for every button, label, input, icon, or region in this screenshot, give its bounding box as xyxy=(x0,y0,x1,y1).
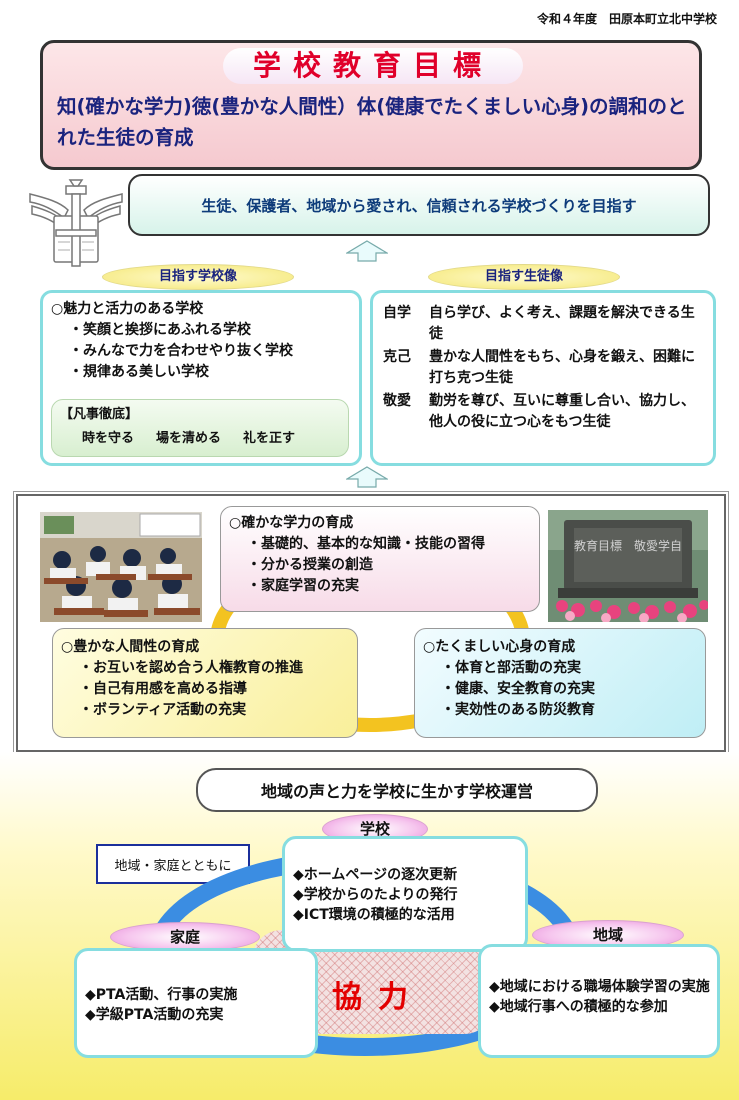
home-item: ◆学級PTA活動の充実 xyxy=(85,1007,224,1023)
health-item: ・実効性のある防災教育 xyxy=(441,702,595,718)
humanity-item: ・ボランティア活動の充実 xyxy=(79,702,247,718)
school-image-item: ・みんなで力を合わせやり抜く学校 xyxy=(69,343,293,359)
student-trait-row: 克己 豊かな人間性をもち、心身を鍛え、困難に打ち克つ生徒 xyxy=(383,347,705,389)
student-trait-row: 自学 自ら学び、よく考え、課題を解決できる生徒 xyxy=(383,303,705,345)
norm-item: 場を清める xyxy=(156,431,222,446)
community-card: ◆地域における職場体験学習の実施 ◆地域行事への積極的な参加 xyxy=(478,944,720,1058)
humanity-item: ・自己有用感を高める指導 xyxy=(79,681,247,697)
school-name-header: 令和４年度 田原本町立北中学校 xyxy=(536,12,717,26)
school-image-heading: ○魅力と活力のある学校 xyxy=(51,301,204,317)
student-image-box: 自学 自ら学び、よく考え、課題を解決できる生徒 克己 豊かな人間性をもち、心身を… xyxy=(370,290,716,466)
cooperation-text: 協力 xyxy=(332,980,424,1015)
classroom-photo xyxy=(40,512,202,622)
stone-inscription: 教育目標 敬愛学自 xyxy=(574,538,682,553)
norms-box: 【凡事徹底】 時を守る 場を清める 礼を正す xyxy=(51,399,349,457)
health-item: ・健康、安全教育の充実 xyxy=(441,681,595,697)
school-image-item: ・笑顔と挨拶にあふれる学校 xyxy=(69,322,251,338)
academic-item: ・基礎的、基本的な知識・技能の習得 xyxy=(247,536,485,552)
humanity-pillar-box: ○豊かな人間性の育成 ・お互いを認め合う人権教育の推進 ・自己有用感を高める指導… xyxy=(52,628,358,738)
school-emblem-icon xyxy=(29,179,123,267)
norm-item: 時を守る xyxy=(82,431,135,446)
school-card: ◆ホームページの逐次更新 ◆学校からのたよりの発行 ◆ICT環境の積極的な活用 xyxy=(282,836,528,952)
school-image-item: ・規律ある美しい学校 xyxy=(69,364,209,380)
up-arrow-icon xyxy=(346,240,388,262)
academic-heading: ○確かな学力の育成 xyxy=(229,515,354,531)
school-item: ◆学校からのたよりの発行 xyxy=(293,887,458,903)
student-trait-key: 敬愛 xyxy=(383,393,411,409)
home-item: ◆PTA活動、行事の実施 xyxy=(85,987,238,1003)
school-aim-banner: 生徒、保護者、地域から愛され、信頼される学校づくりを目指す xyxy=(128,174,710,236)
education-goal-box: 学校教育目標 知(確かな学力)徳(豊かな人間性）体(健康でたくましい心身)の調和… xyxy=(40,40,702,170)
community-item: ◆地域における職場体験学習の実施 xyxy=(489,979,710,995)
school-image-box: ○魅力と活力のある学校 ・笑顔と挨拶にあふれる学校 ・みんなで力を合わせやり抜く… xyxy=(40,290,362,466)
school-item: ◆ICT環境の積極的な活用 xyxy=(293,907,455,923)
student-trait-row: 敬愛 勤労を尊び、互いに尊重し合い、協力し、他人の役に立つ心をもつ生徒 xyxy=(383,391,705,433)
humanity-item: ・お互いを認め合う人権教育の推進 xyxy=(79,660,303,676)
student-image-label: 目指す生徒像 xyxy=(428,264,620,290)
student-trait-text: 勤労を尊び、互いに尊重し合い、協力し、他人の役に立つ心をもつ生徒 xyxy=(429,393,695,430)
academic-item: ・分かる授業の創造 xyxy=(247,557,373,573)
academic-pillar-box: ○確かな学力の育成 ・基礎的、基本的な知識・技能の習得 ・分かる授業の創造 ・家… xyxy=(220,506,540,612)
education-goal-title: 学校教育目標 xyxy=(223,48,523,84)
community-item: ◆地域行事への積極的な参加 xyxy=(489,999,668,1015)
health-pillar-box: ○たくましい心身の育成 ・体育と部活動の充実 ・健康、安全教育の充実 ・実効性の… xyxy=(414,628,706,738)
up-arrow-icon xyxy=(346,466,388,488)
humanity-heading: ○豊かな人間性の育成 xyxy=(61,639,200,655)
student-trait-key: 克己 xyxy=(383,349,411,365)
school-image-label: 目指す学校像 xyxy=(102,264,294,290)
student-trait-text: 自ら学び、よく考え、課題を解決できる生徒 xyxy=(429,305,695,342)
norm-item: 礼を正す xyxy=(243,431,296,446)
school-aim-text: 生徒、保護者、地域から愛され、信頼される学校づくりを目指す xyxy=(201,196,637,215)
health-heading: ○たくましい心身の育成 xyxy=(423,639,576,655)
academic-item: ・家庭学習の充実 xyxy=(247,578,359,594)
student-trait-key: 自学 xyxy=(383,305,411,321)
management-title: 地域の声と力を学校に生かす学校運営 xyxy=(196,768,598,812)
education-goal-text: 知(確かな学力)徳(豊かな人間性）体(健康でたくましい心身)の調和のとれた生徒の… xyxy=(57,95,687,149)
student-trait-text: 豊かな人間性をもち、心身を鍛え、困難に打ち克つ生徒 xyxy=(429,349,695,386)
home-card: ◆PTA活動、行事の実施 ◆学級PTA活動の充実 xyxy=(74,948,318,1058)
health-item: ・体育と部活動の充実 xyxy=(441,660,581,676)
stone-monument-photo: 教育目標 敬愛学自 xyxy=(548,510,708,622)
school-item: ◆ホームページの逐次更新 xyxy=(293,867,458,883)
norms-label: 【凡事徹底】 xyxy=(60,407,139,422)
